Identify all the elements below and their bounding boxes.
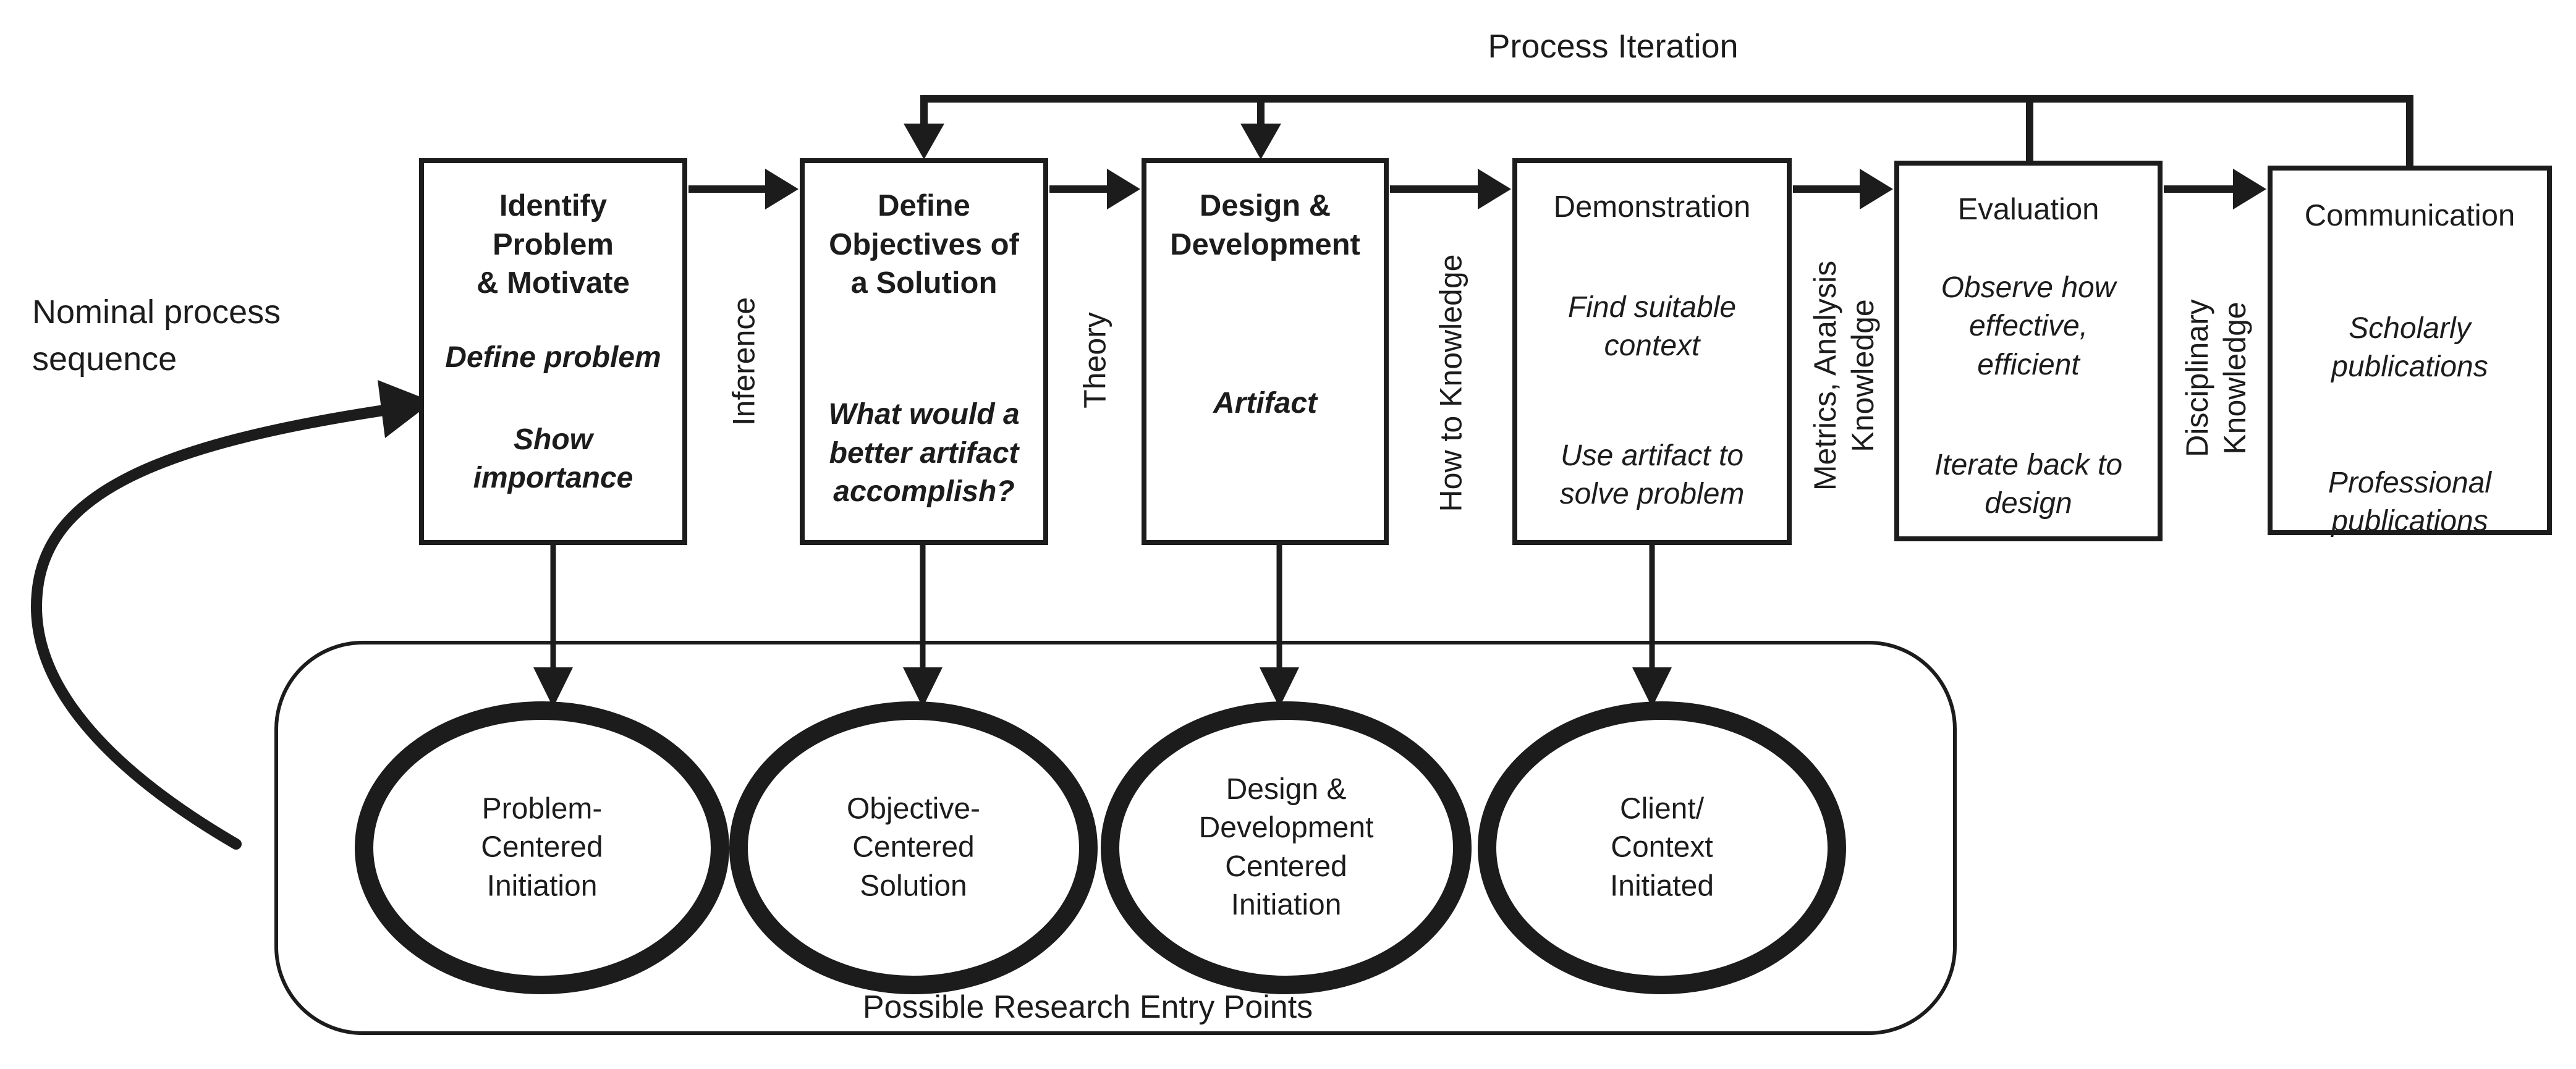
stage-note: Find suitable context (1567, 290, 1737, 363)
entry-ellipse-problem-centered (355, 701, 729, 994)
stage-title: Evaluation (1957, 193, 2099, 226)
nominal-sequence-arrowhead (378, 380, 433, 438)
flow-label-theory: Theory (1077, 312, 1112, 408)
entry-point-client-context: Client/ Context Initiated (1609, 792, 1714, 903)
stage-note: Use artifact to solve problem (1559, 439, 1745, 510)
stage-title: Communication (2304, 199, 2515, 232)
stage-title: Demonstration (1553, 190, 1751, 224)
entry-ellipse-design-centered (1101, 701, 1472, 994)
stage-note: Observe how effective, efficient (1941, 271, 2116, 381)
diagram-title: Process Iteration (1488, 28, 1739, 65)
stage-title: Identify Problem & Motivate (477, 189, 630, 300)
nominal-process-sequence-label: Nominal process sequence (32, 294, 281, 378)
entry-point-problem-centered: Problem- Centered Initiation (481, 792, 603, 903)
entry-point-ellipses (355, 701, 1846, 994)
stage-note: Professional publications (2328, 466, 2492, 538)
entry-ellipse-objective-centered (729, 701, 1098, 994)
entry-point-design-centered: Design & Development Centered Initiation (1198, 773, 1374, 922)
entry-ellipse-client-context (1478, 701, 1846, 994)
nominal-sequence-curve (31, 402, 406, 850)
iteration-arrowhead-define-objectives (904, 124, 944, 159)
entry-points-caption: Possible Research Entry Points (862, 989, 1313, 1025)
stage-note: Artifact (1213, 387, 1318, 420)
flow-label-how-to-knowledge: How to Knowledge (1433, 254, 1468, 512)
stage-note: What would a better artifact accomplish? (828, 398, 1020, 508)
stage-box-design-development: Design & Development Artifact (1142, 158, 1389, 545)
entry-points-container (274, 641, 1957, 1035)
stage-box-define-objectives: Define Objectives of a Solution What wou… (800, 158, 1048, 545)
stage-title: Define Objectives of a Solution (829, 189, 1019, 300)
flow-label-disciplinary-knowledge: Disciplinary Knowledge (2180, 299, 2252, 457)
entry-point-objective-centered: Objective- Centered Solution (846, 792, 981, 903)
iteration-arrowhead-design-development (1240, 124, 1281, 159)
flow-label-inference: Inference (726, 297, 761, 426)
stage-to-entry-arrows (550, 545, 1655, 669)
stage-flow-arrowheads (765, 169, 2266, 209)
stage-note: Define problem (445, 341, 661, 374)
flow-label-metrics-analysis-knowledge: Metrics, Analysis Knowledge (1808, 260, 1880, 491)
stage-box-evaluation: Evaluation Observe how effective, effici… (1894, 161, 2163, 541)
stage-title: Design & Development (1170, 189, 1360, 261)
stage-box-communication: Communication Scholarly publications Pro… (2268, 166, 2552, 538)
stage-box-identify-problem: Identify Problem & Motivate Define probl… (419, 158, 687, 545)
process-iteration-line (920, 95, 2413, 168)
stage-note: Scholarly publications (2331, 311, 2488, 384)
stage-to-entry-arrowheads (533, 667, 1672, 708)
stage-box-demonstration: Demonstration Find suitable context Use … (1512, 158, 1792, 545)
stage-note: Iterate back to design (1934, 448, 2123, 520)
stage-note: Show importance (473, 423, 633, 494)
